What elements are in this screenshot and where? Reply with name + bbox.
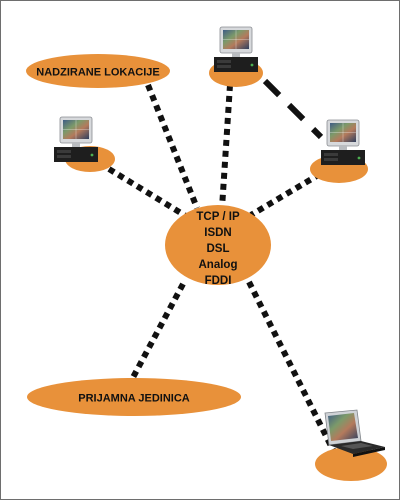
network-links (107, 83, 337, 454)
link-right-workstation-hub (249, 171, 322, 218)
computer-workstation-icon (213, 26, 259, 73)
location-label: NADZIRANE LOKACIJE (36, 67, 159, 79)
location-node: NADZIRANE LOKACIJE (26, 54, 170, 88)
workstation-right (310, 119, 368, 183)
hub-protocol-isdn: ISDN (204, 227, 231, 239)
computer-workstation-icon (53, 116, 99, 163)
workstation-peer-link (262, 78, 324, 140)
hub-protocol-analog: Analog (199, 259, 238, 271)
computer-workstation-icon (320, 119, 366, 166)
receiver-node: PRIJAMNA JEDINICA (27, 378, 241, 416)
receiver-label: PRIJAMNA JEDINICA (78, 393, 189, 405)
laptop-icon (324, 409, 385, 457)
laptop-node (315, 409, 387, 481)
workstation-left (53, 116, 115, 172)
link-left-workstation-hub (107, 166, 191, 221)
hub-protocol-fddi: FDDI (205, 275, 232, 287)
link-hub-laptop (246, 280, 337, 454)
workstation-top (209, 26, 263, 87)
link-location-label-hub (145, 83, 200, 210)
hub-protocol-tcpip: TCP / IP (196, 211, 240, 223)
hub-protocol-dsl: DSL (207, 243, 230, 255)
link-hub-receiver (127, 282, 186, 385)
link-top-workstation-hub (219, 84, 233, 209)
protocol-hub: TCP / IP ISDN DSL Analog FDDI (165, 205, 271, 287)
